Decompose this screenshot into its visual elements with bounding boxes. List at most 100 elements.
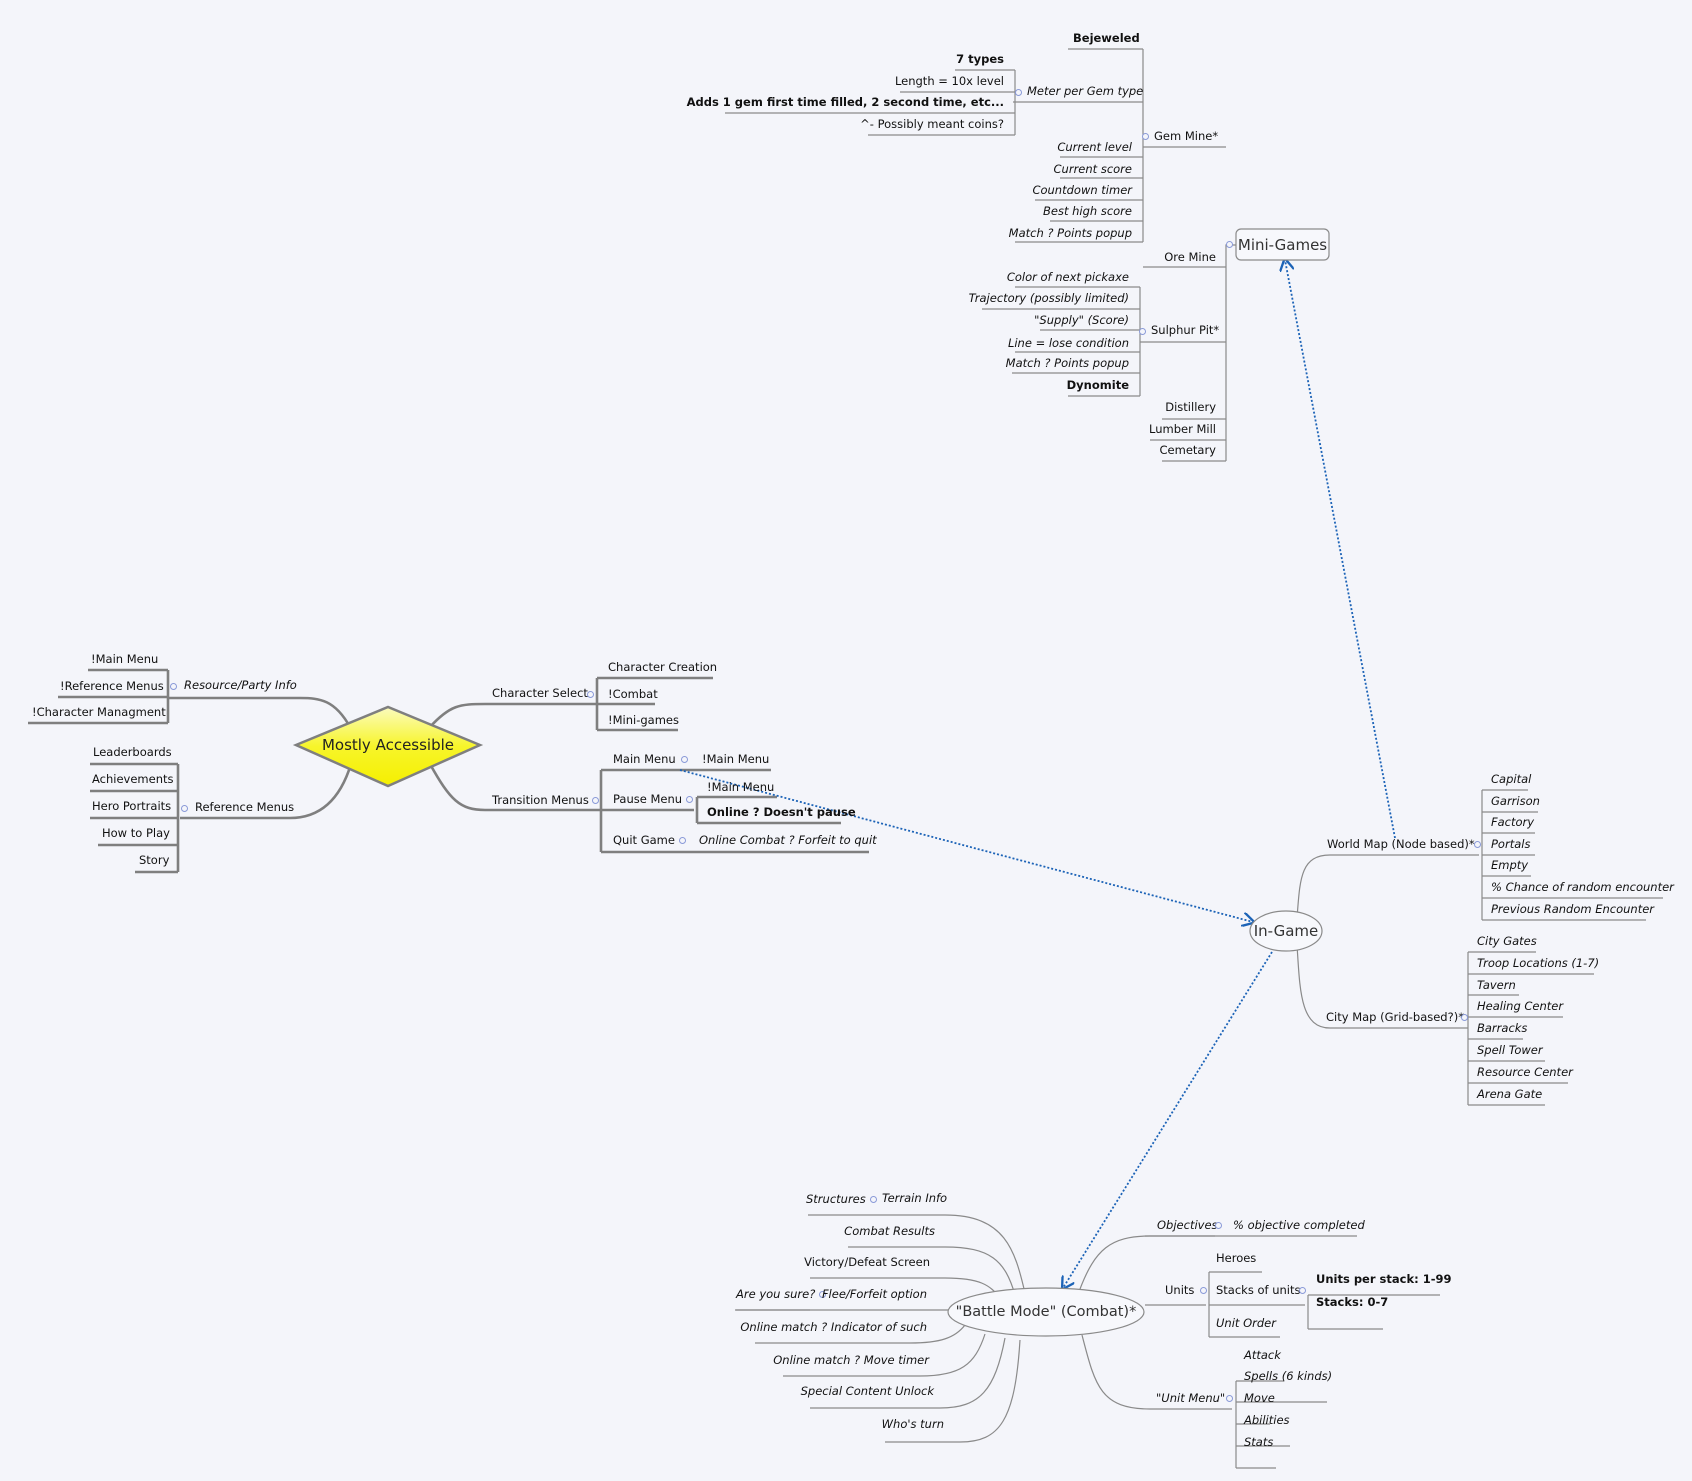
units-per-stack[interactable]: Units per stack: 1-99 bbox=[1316, 1272, 1452, 1286]
battle-left-item[interactable]: Online match ? Move timer bbox=[773, 1353, 929, 1367]
collapse-dot[interactable] bbox=[1474, 841, 1481, 848]
city-item[interactable]: Tavern bbox=[1477, 978, 1516, 992]
world-item[interactable]: % Chance of random encounter bbox=[1491, 880, 1674, 894]
collapse-dot[interactable] bbox=[587, 691, 594, 698]
bejeweled[interactable]: Bejeweled bbox=[1073, 31, 1140, 45]
gem-item[interactable]: Current level bbox=[1057, 140, 1132, 154]
pause-child-online[interactable]: Online ? Doesn't pause bbox=[707, 805, 856, 819]
pause-child-main-menu[interactable]: !Main Menu bbox=[707, 780, 775, 794]
meter-item[interactable]: Adds 1 gem first time filled, 2 second t… bbox=[686, 95, 1004, 109]
distillery[interactable]: Distillery bbox=[1165, 400, 1216, 414]
gem-item[interactable]: Match ? Points popup bbox=[1008, 226, 1132, 240]
battle-left-item[interactable]: Online match ? Indicator of such bbox=[740, 1320, 927, 1334]
world-item[interactable]: Garrison bbox=[1491, 794, 1540, 808]
sulphur-item[interactable]: Match ? Points popup bbox=[1005, 356, 1129, 370]
battle-mode-node[interactable]: "Battle Mode" (Combat)* bbox=[955, 1304, 1137, 1320]
battle-left-item[interactable]: Flee/Forfeit option bbox=[821, 1287, 927, 1301]
battle-left-item[interactable]: Victory/Defeat Screen bbox=[804, 1255, 930, 1269]
sulphur-item[interactable]: "Supply" (Score) bbox=[1034, 313, 1129, 327]
unit-menu-item[interactable]: Abilities bbox=[1244, 1413, 1290, 1427]
sulphur-item[interactable]: Line = lose condition bbox=[1007, 336, 1129, 350]
world-map[interactable]: World Map (Node based)* bbox=[1327, 837, 1475, 851]
main-menu-child[interactable]: !Main Menu bbox=[702, 752, 770, 766]
collapse-dot[interactable] bbox=[1200, 1287, 1207, 1294]
collapse-dot[interactable] bbox=[592, 797, 599, 804]
objective-completed[interactable]: % objective completed bbox=[1233, 1218, 1365, 1232]
structures[interactable]: Structures bbox=[806, 1192, 866, 1206]
meter-item[interactable]: Length = 10x level bbox=[894, 74, 1004, 88]
sulphur-item[interactable]: Trajectory (possibly limited) bbox=[968, 291, 1129, 305]
gem-item[interactable]: Countdown timer bbox=[1032, 183, 1132, 197]
cs-item-combat[interactable]: !Combat bbox=[608, 687, 658, 701]
collapse-dot[interactable] bbox=[686, 796, 693, 803]
ref-item-how-to-play[interactable]: How to Play bbox=[102, 826, 170, 840]
meter-item[interactable]: ^- Possibly meant coins? bbox=[860, 117, 1004, 131]
heroes[interactable]: Heroes bbox=[1216, 1251, 1257, 1265]
collapse-dot[interactable] bbox=[170, 683, 177, 690]
quit-child[interactable]: Online Combat ? Forfeit to quit bbox=[699, 833, 877, 847]
gem-mine[interactable]: Gem Mine* bbox=[1154, 129, 1219, 143]
terrain-info[interactable]: Terrain Info bbox=[882, 1191, 948, 1205]
world-item[interactable]: Factory bbox=[1491, 815, 1535, 829]
collapse-dot[interactable] bbox=[1215, 1222, 1222, 1229]
collapse-dot[interactable] bbox=[181, 805, 188, 812]
cs-item-mini-games[interactable]: !Mini-games bbox=[608, 713, 679, 727]
collapse-dot[interactable] bbox=[1226, 1395, 1233, 1402]
collapse-dot[interactable] bbox=[1139, 328, 1146, 335]
collapse-dot[interactable] bbox=[1142, 133, 1149, 140]
meter-per-gem-type[interactable]: Meter per Gem type bbox=[1027, 84, 1144, 98]
stacks-of-units[interactable]: Stacks of units bbox=[1216, 1283, 1301, 1297]
meter-item[interactable]: 7 types bbox=[956, 52, 1004, 66]
cs-item-character-creation[interactable]: Character Creation bbox=[608, 660, 718, 674]
unit-order[interactable]: Unit Order bbox=[1216, 1316, 1276, 1330]
rp-item-reference-menus[interactable]: !Reference Menus bbox=[60, 679, 164, 693]
unit-menu-item[interactable]: Attack bbox=[1244, 1348, 1281, 1362]
resource-party-info[interactable]: Resource/Party Info bbox=[184, 678, 297, 692]
gem-item[interactable]: Current score bbox=[1053, 162, 1132, 176]
city-item[interactable]: Arena Gate bbox=[1477, 1087, 1543, 1101]
collapse-dot[interactable] bbox=[1015, 89, 1022, 96]
city-item[interactable]: Resource Center bbox=[1477, 1065, 1573, 1079]
reference-menus[interactable]: Reference Menus bbox=[195, 800, 295, 814]
in-game-node[interactable]: In-Game bbox=[1253, 922, 1319, 940]
collapse-dot[interactable] bbox=[819, 1291, 826, 1298]
rp-item-character-managment[interactable]: !Character Managment bbox=[32, 705, 166, 719]
city-item[interactable]: Spell Tower bbox=[1477, 1043, 1543, 1057]
city-item[interactable]: Healing Center bbox=[1477, 999, 1564, 1013]
world-item[interactable]: Portals bbox=[1491, 837, 1531, 851]
gem-item[interactable]: Best high score bbox=[1042, 204, 1132, 218]
are-you-sure[interactable]: Are you sure? bbox=[736, 1287, 816, 1301]
tm-item-pause-menu[interactable]: Pause Menu bbox=[613, 792, 683, 806]
objectives[interactable]: Objectives bbox=[1157, 1218, 1218, 1232]
transition-menus[interactable]: Transition Menus bbox=[492, 793, 589, 807]
battle-left-item[interactable]: Who's turn bbox=[881, 1417, 944, 1431]
stacks-count[interactable]: Stacks: 0-7 bbox=[1316, 1295, 1389, 1309]
unit-menu[interactable]: "Unit Menu" bbox=[1156, 1391, 1226, 1405]
ref-item-achievements[interactable]: Achievements bbox=[92, 772, 174, 786]
ore-mine[interactable]: Ore Mine bbox=[1164, 250, 1216, 264]
battle-left-item[interactable]: Combat Results bbox=[844, 1224, 935, 1238]
unit-menu-item[interactable]: Stats bbox=[1244, 1435, 1274, 1449]
tm-item-main-menu[interactable]: Main Menu bbox=[613, 752, 676, 766]
sulphur-item[interactable]: Color of next pickaxe bbox=[1006, 270, 1129, 284]
collapse-dot[interactable] bbox=[681, 756, 688, 763]
rp-item-main-menu[interactable]: !Main Menu bbox=[91, 652, 159, 666]
world-item[interactable]: Capital bbox=[1491, 772, 1532, 786]
collapse-dot[interactable] bbox=[870, 1196, 877, 1203]
ref-item-story[interactable]: Story bbox=[139, 853, 170, 867]
mini-games-node[interactable]: Mini-Games bbox=[1237, 235, 1328, 254]
world-item[interactable]: Empty bbox=[1491, 858, 1529, 872]
city-item[interactable]: Troop Locations (1-7) bbox=[1477, 956, 1600, 970]
tm-item-quit-game[interactable]: Quit Game bbox=[613, 833, 675, 847]
character-select[interactable]: Character Select bbox=[492, 686, 588, 700]
battle-left-item[interactable]: Special Content Unlock bbox=[800, 1384, 934, 1398]
world-item[interactable]: Previous Random Encounter bbox=[1491, 902, 1655, 916]
unit-menu-item[interactable]: Spells (6 kinds) bbox=[1244, 1369, 1333, 1383]
collapse-dot[interactable] bbox=[1299, 1287, 1306, 1294]
city-item[interactable]: City Gates bbox=[1477, 934, 1537, 948]
sulphur-pit[interactable]: Sulphur Pit* bbox=[1151, 323, 1220, 337]
ref-item-hero-portraits[interactable]: Hero Portraits bbox=[92, 799, 172, 813]
collapse-dot[interactable] bbox=[1226, 241, 1233, 248]
units[interactable]: Units bbox=[1165, 1283, 1195, 1297]
collapse-dot[interactable] bbox=[1461, 1014, 1468, 1021]
